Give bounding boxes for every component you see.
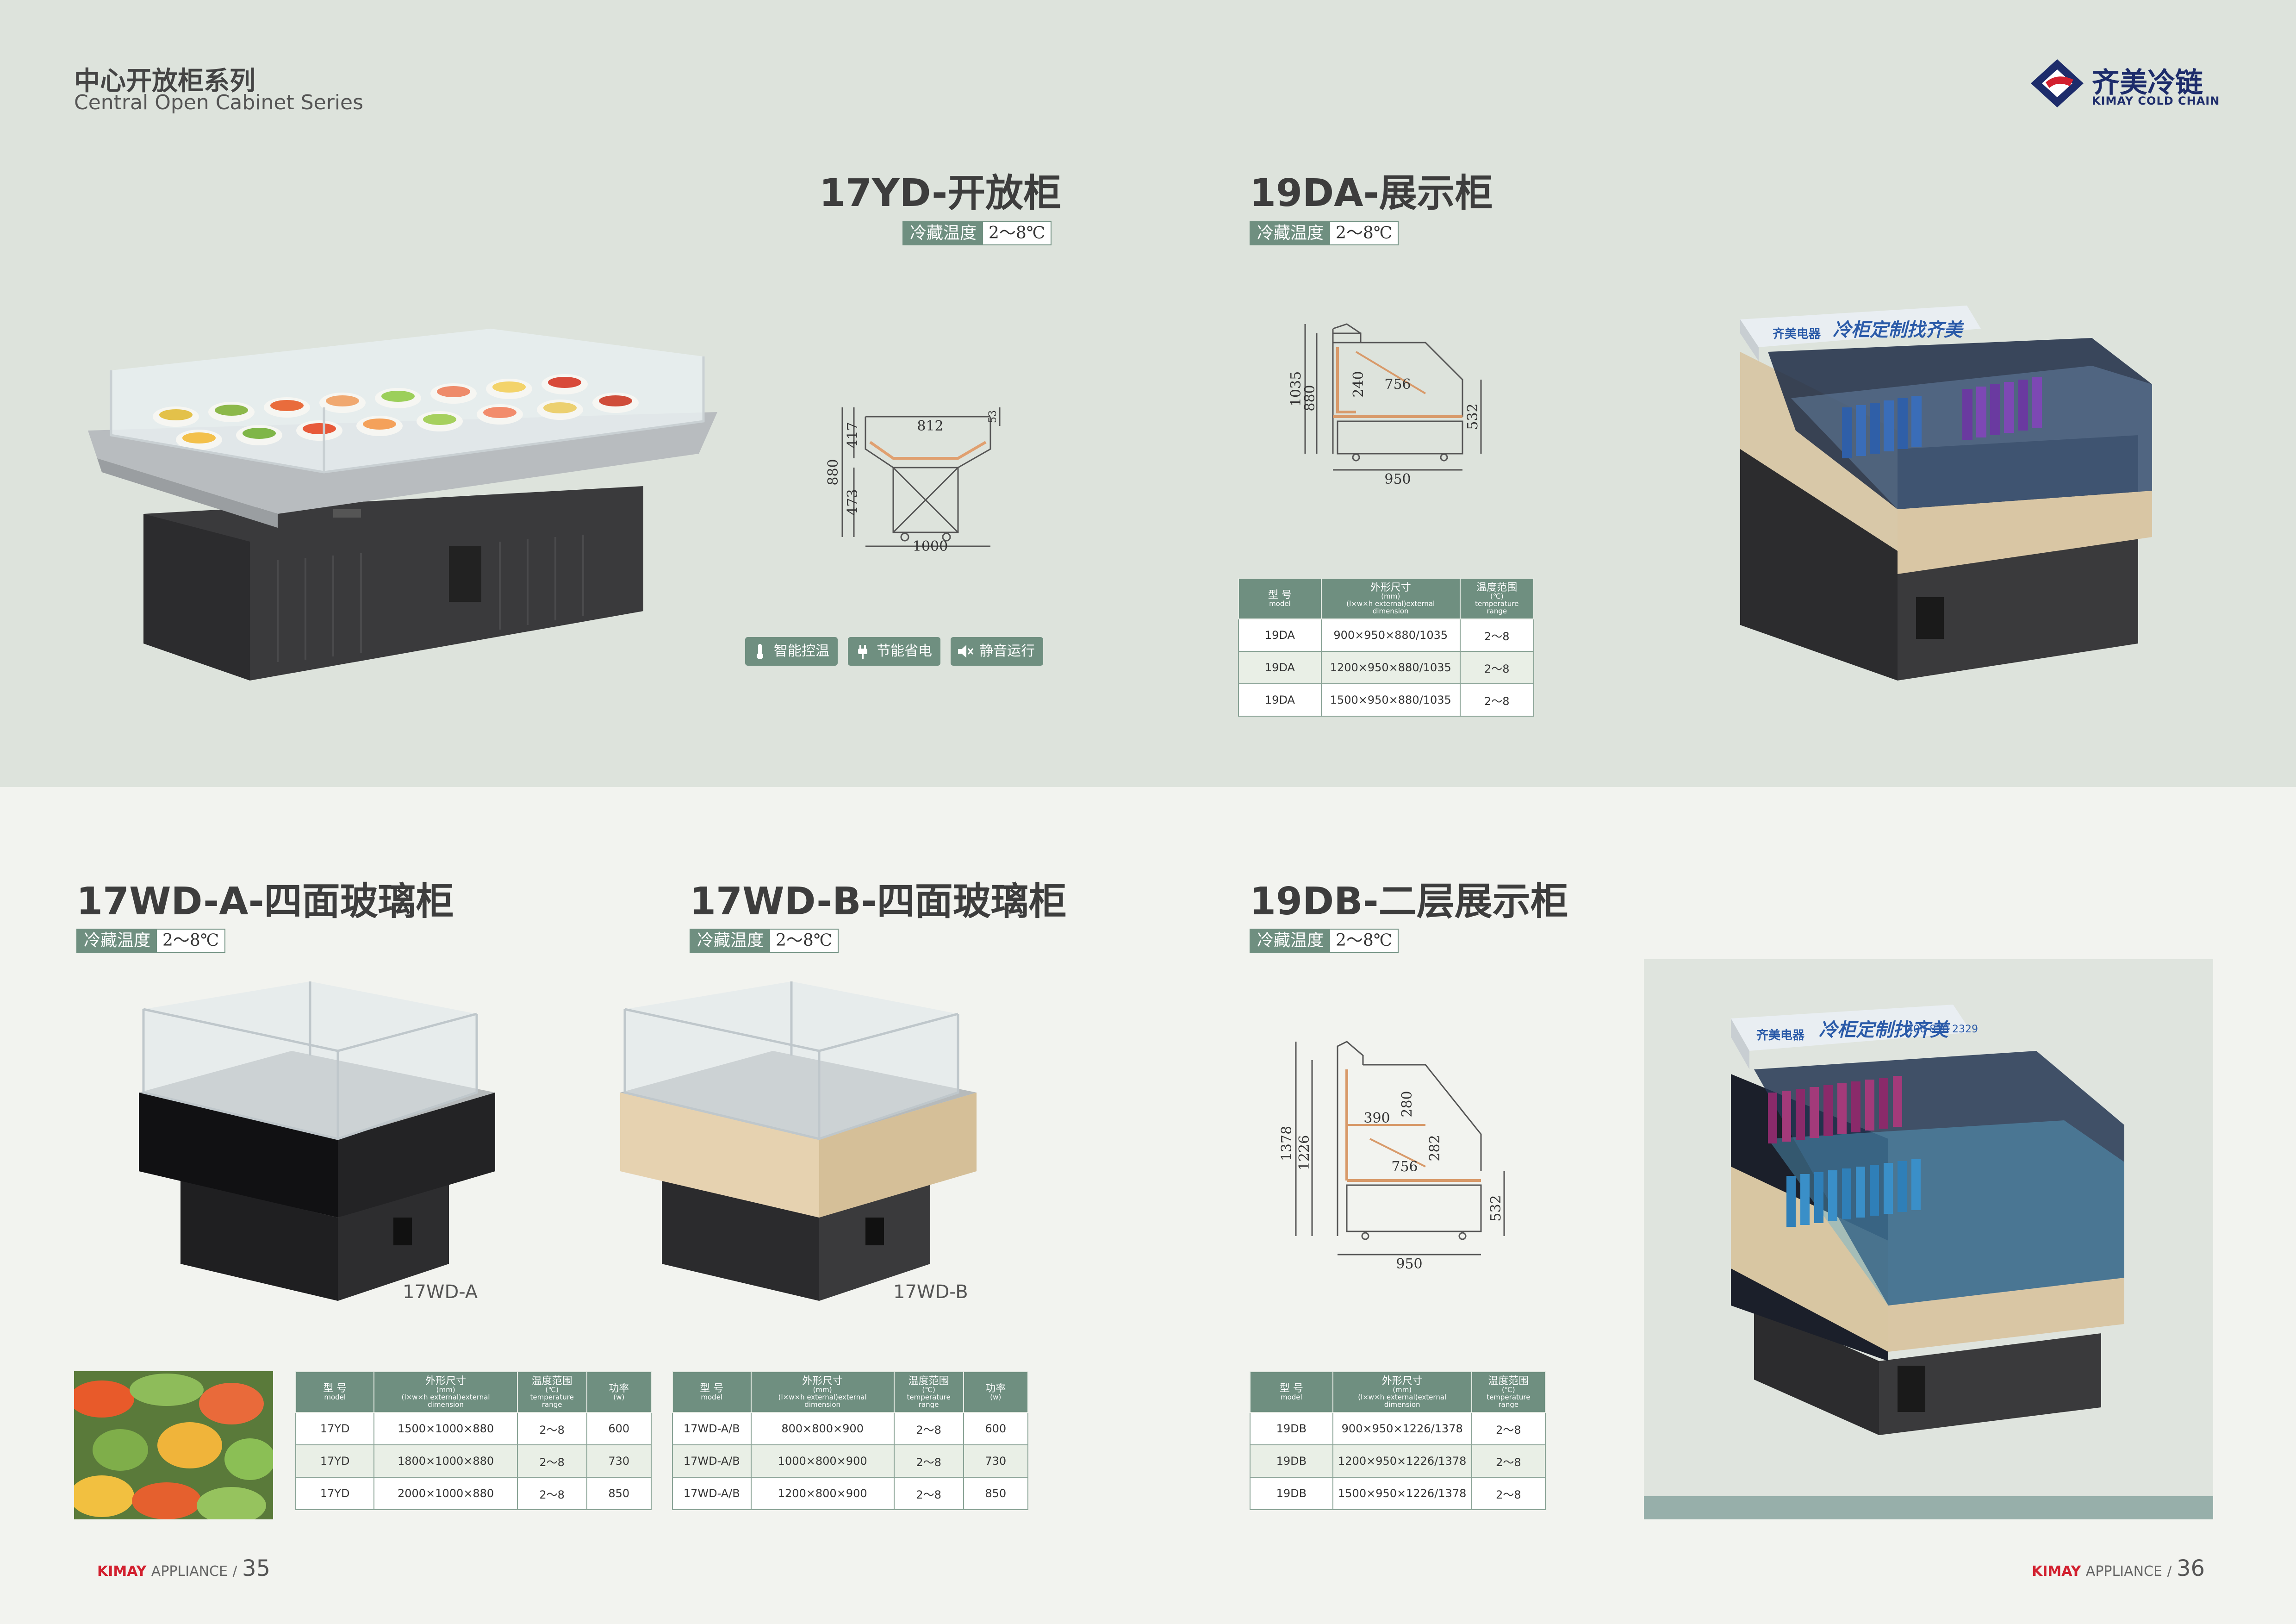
mute-icon <box>958 645 974 658</box>
sign-phone: 400 810 2329 <box>1907 1024 1978 1035</box>
title-19db: 19DB-二层展示柜 <box>1250 880 1568 924</box>
feature-smart-temp: 智能控温 <box>745 637 838 666</box>
product-image-19db: 齐美电器 冷柜定制找齐美 400 810 2329 <box>1731 1005 2124 1435</box>
feature-silent: 静音运行 <box>951 637 1043 666</box>
dim-width-label: 812 <box>917 418 943 434</box>
page-number-right: 36 <box>2176 1555 2205 1581</box>
temp-badge-17wda: 冷藏温度 2～8℃ <box>76 929 226 953</box>
dim-height-label: 1378 <box>1279 1126 1295 1161</box>
dim-shelf3-label: 282 <box>1427 1135 1443 1161</box>
series-title-cn: 中心开放柜系列 <box>74 66 255 96</box>
title-17yd: 17YD-开放柜 <box>819 171 1062 215</box>
footer-right: KIMAY APPLIANCE / 36 <box>2032 1555 2205 1581</box>
thermometer-icon <box>757 644 763 659</box>
sign-brand: 齐美电器 <box>1773 327 1821 341</box>
brand-name-cn: 齐美冷链 <box>2092 67 2203 99</box>
product-image-17wda <box>139 981 495 1301</box>
temp-badge-17yd: 冷藏温度 2～8℃ <box>902 221 1052 245</box>
dim-height2-label: 880 <box>1302 385 1318 411</box>
dimension-drawing-19db: 1378 1226 390 280 756 282 532 950 <box>1279 1041 1505 1272</box>
product-label-17wdb: 17WD-B <box>893 1281 968 1303</box>
sign-brand: 齐美电器 <box>1756 1028 1805 1043</box>
footer-left: KIMAY APPLIANCE / 35 <box>97 1555 271 1581</box>
dim-shelf1-label: 390 <box>1363 1110 1390 1126</box>
product-image-19da: 齐美电器 冷柜定制找齐美 <box>1740 306 2152 681</box>
dim-width-label: 756 <box>1391 1159 1418 1175</box>
footer-brand: KIMAY <box>2032 1563 2081 1580</box>
dim-height2-label: 1226 <box>1296 1135 1313 1170</box>
dim-depth-label: 950 <box>1384 471 1411 487</box>
dim-height-label: 880 <box>825 459 841 485</box>
footer-appliance: APPLIANCE <box>151 1563 228 1580</box>
title-17wda: 17WD-A-四面玻璃柜 <box>76 880 454 924</box>
dim-lower-label: 473 <box>845 489 861 515</box>
dim-shelf2-label: 280 <box>1399 1091 1415 1117</box>
title-17wdb: 17WD-B-四面玻璃柜 <box>690 880 1067 924</box>
temp-badge-17wdb: 冷藏温度 2～8℃ <box>690 929 839 953</box>
brand-logo-icon <box>2031 59 2084 107</box>
dimension-drawing-19da: 1035 880 240 756 532 950 <box>1288 323 1482 487</box>
temp-label: 冷藏温度 <box>903 222 983 244</box>
temp-badge-19db: 冷藏温度 2～8℃ <box>1250 929 1399 953</box>
page-number-left: 35 <box>242 1555 271 1581</box>
dim-upper-label: 417 <box>845 422 861 448</box>
brand-name-en: KIMAY COLD CHAIN <box>2092 94 2220 107</box>
sign-slogan: 冷柜定制找齐美 <box>1819 1019 1950 1041</box>
frozen-vegetables-photo <box>74 1371 273 1519</box>
dim-side-label: 53 <box>987 410 999 423</box>
dim-shelf-label: 240 <box>1350 371 1367 397</box>
product-image-17wdb <box>620 981 977 1301</box>
dim-width-label: 756 <box>1384 376 1411 393</box>
dim-depth-label: 1000 <box>913 538 948 555</box>
footer-appliance: APPLIANCE <box>2085 1563 2162 1580</box>
product-image-17yd <box>88 329 717 681</box>
series-title-en: Central Open Cabinet Series <box>74 91 364 114</box>
feature-energy-saving: 节能省电 <box>848 637 940 666</box>
title-19da: 19DA-展示柜 <box>1250 171 1493 215</box>
sign-slogan: 冷柜定制找齐美 <box>1833 319 1964 341</box>
dim-height-label: 1035 <box>1288 371 1304 406</box>
dimension-drawing-17yd: 812 417 880 473 53 1000 <box>825 407 1001 555</box>
dim-right-label: 532 <box>1465 403 1481 430</box>
feature-badges: 智能控温 节能省电 静音运行 <box>745 637 1043 666</box>
dim-right-label: 532 <box>1488 1195 1504 1221</box>
temp-badge-19da: 冷藏温度 2～8℃ <box>1250 221 1399 245</box>
plug-icon <box>858 645 867 659</box>
footer-brand: KIMAY <box>97 1563 147 1580</box>
product-label-17wda: 17WD-A <box>403 1281 478 1303</box>
dim-depth-label: 950 <box>1396 1256 1422 1272</box>
product-panel-base <box>1644 1496 2213 1519</box>
temp-value: 2～8℃ <box>983 222 1051 244</box>
